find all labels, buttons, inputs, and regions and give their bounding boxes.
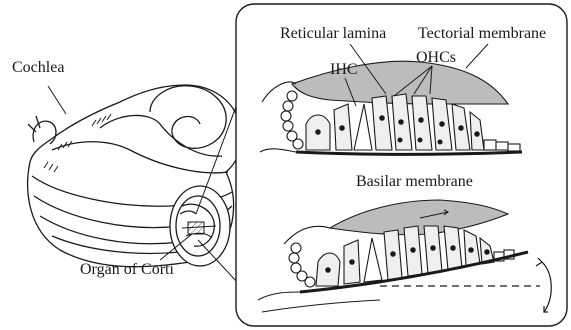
- label-basilar-membrane: Basilar membrane: [356, 174, 473, 190]
- label-organ-of-corti: Organ of Corti: [80, 262, 174, 278]
- cochlea-illustration: [28, 85, 242, 267]
- cochlea-leader: [48, 86, 66, 114]
- label-ihc: IHC: [330, 62, 358, 78]
- label-cochlea: Cochlea: [12, 60, 64, 76]
- label-reticular-lamina: Reticular lamina: [280, 26, 386, 42]
- organ-of-corti-spot: [188, 222, 204, 234]
- label-tectorial-membrane: Tectorial membrane: [418, 26, 546, 42]
- label-ohcs: OHCs: [416, 50, 456, 66]
